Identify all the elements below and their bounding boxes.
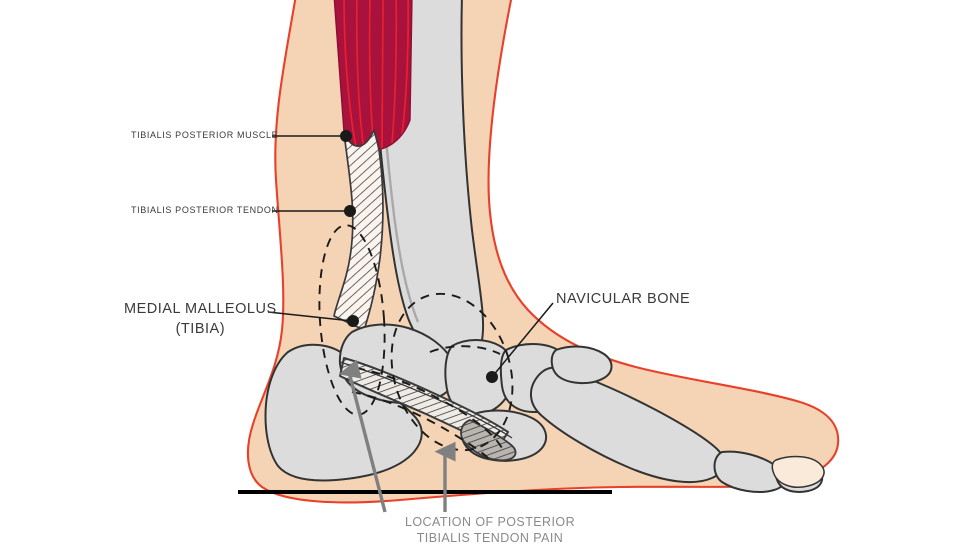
dashed-tendon-path-b — [351, 391, 489, 459]
caption-pain-line1: LOCATION OF POSTERIOR — [404, 515, 576, 529]
tendon-band-distal-fan — [460, 419, 517, 462]
label-tibialis-posterior-muscle: TIBIALIS POSTERIOR MUSCLE — [131, 130, 279, 140]
dot-navicular — [486, 371, 498, 383]
label-medial-malleolus-line1: MEDIAL MALLEOLUS — [124, 301, 277, 317]
caption-pain-line2: TIBIALIS TENDON PAIN — [416, 531, 564, 545]
tendon-insertion-band — [339, 357, 517, 462]
dot-tp-muscle — [340, 130, 352, 142]
label-medial-malleolus: MEDIAL MALLEOLUS (TIBIA) — [124, 300, 277, 339]
leader-dots — [340, 130, 498, 383]
dashed-navicular-arc — [429, 345, 501, 355]
muscle-belly — [334, 0, 412, 151]
pain-arrow-slanted — [338, 359, 387, 513]
dot-medial-malleolus — [347, 315, 359, 327]
pain-arrows — [338, 359, 456, 513]
caption-pain-location: LOCATION OF POSTERIOR TIBIALIS TENDON PA… — [310, 514, 670, 546]
dashed-region-markers — [318, 224, 514, 459]
navicular-bone — [444, 339, 515, 416]
first-metatarsal-bone — [530, 366, 726, 484]
leader-lines — [267, 135, 554, 378]
label-tibialis-posterior-tendon: TIBIALIS POSTERIOR TENDON — [131, 205, 279, 215]
tibialis-posterior-muscle — [333, 0, 413, 152]
proximal-phalanx-bone — [713, 450, 786, 493]
toenail — [771, 455, 825, 488]
leader-line-navicular — [491, 302, 554, 378]
midfoot-detail-bone — [550, 345, 613, 384]
dashed-ellipse-pain-zone — [390, 292, 514, 452]
dashed-ellipse-malleolus — [318, 224, 386, 416]
leader-line-medial-malleolus — [267, 311, 353, 322]
label-navicular-bone: NAVICULAR BONE — [556, 291, 691, 307]
foot-bones — [264, 323, 824, 493]
label-medial-malleolus-line2: (TIBIA) — [175, 320, 226, 337]
dot-tp-tendon — [344, 205, 356, 217]
